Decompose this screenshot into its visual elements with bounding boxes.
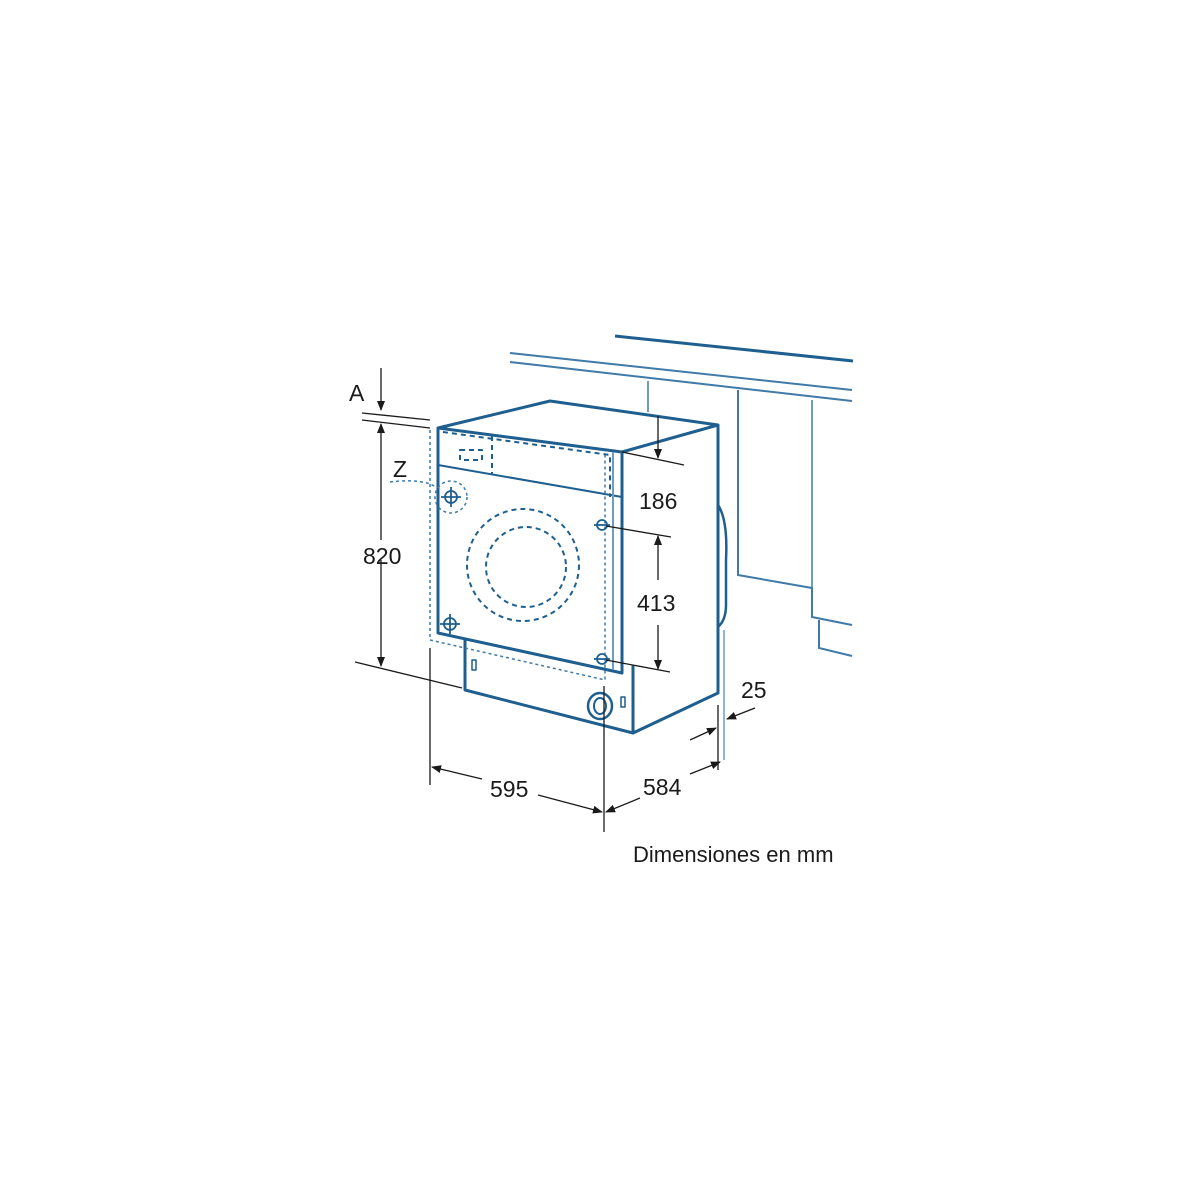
label-a: A <box>349 380 365 406</box>
dimension-hole-spacing: 413 <box>637 590 675 616</box>
dimension-panel-height: 186 <box>639 488 677 514</box>
dimension-lines <box>354 368 756 832</box>
dimension-width: 595 <box>490 776 528 802</box>
dimension-depth: 584 <box>643 774 682 800</box>
washing-machine <box>389 399 728 760</box>
dimension-height: 820 <box>363 543 401 569</box>
dimension-recess: 25 <box>741 677 767 703</box>
cabinet <box>509 334 854 657</box>
caption: Dimensiones en mm <box>633 842 834 867</box>
label-z: Z <box>393 456 407 482</box>
